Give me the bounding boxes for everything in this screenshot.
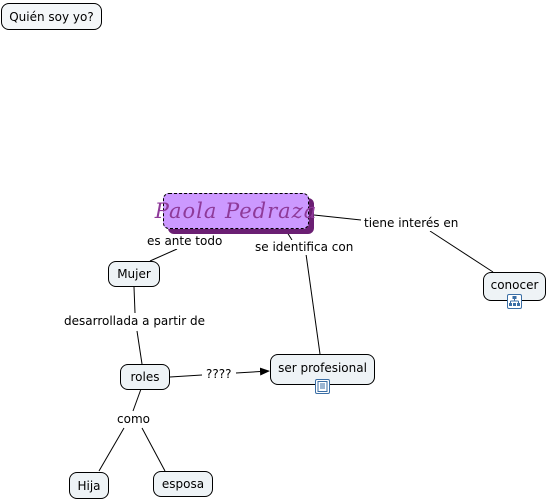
link-label-question-marks: ????	[204, 367, 234, 382]
node-ser-profesional[interactable]: ser profesional	[270, 354, 375, 385]
title-node-label: Quién soy yo?	[9, 9, 94, 24]
link-line	[136, 330, 143, 365]
link-label-se-identifica-con: se identifica con	[253, 240, 356, 255]
node-conocer-label: conocer	[490, 277, 539, 292]
link-line	[169, 374, 203, 378]
node-roles[interactable]: roles	[120, 364, 170, 390]
link-line	[305, 253, 321, 355]
hierarchy-icon[interactable]	[507, 294, 522, 309]
node-esposa-label: esposa	[161, 477, 205, 491]
link-label-desarrollada-a-partir-de: desarrollada a partir de	[62, 314, 208, 329]
link-label-es-ante-todo: es ante todo	[145, 234, 225, 249]
central-node[interactable]: Paola Pedraza	[155, 193, 316, 229]
link-line	[235, 367, 270, 376]
link-line	[141, 427, 166, 472]
node-ser-profesional-label: ser profesional	[278, 360, 367, 375]
link-line	[429, 230, 494, 273]
node-roles-label: roles	[130, 370, 160, 384]
document-icon[interactable]	[315, 379, 330, 394]
node-hija-label: Hija	[77, 478, 101, 493]
node-esposa[interactable]: esposa	[153, 471, 213, 497]
node-mujer[interactable]: Mujer	[108, 261, 160, 287]
link-label-tiene-interes-en: tiene interés en	[362, 216, 461, 231]
link-line	[149, 248, 178, 262]
link-line	[132, 388, 142, 412]
title-node[interactable]: Quién soy yo?	[1, 3, 102, 30]
link-line	[98, 427, 125, 472]
central-node-label: Paola Pedraza	[154, 199, 318, 223]
link-line	[313, 214, 362, 221]
node-mujer-label: Mujer	[117, 267, 151, 281]
link-label-como: como	[115, 412, 152, 427]
link-line	[133, 286, 136, 314]
node-hija[interactable]: Hija	[69, 472, 109, 499]
